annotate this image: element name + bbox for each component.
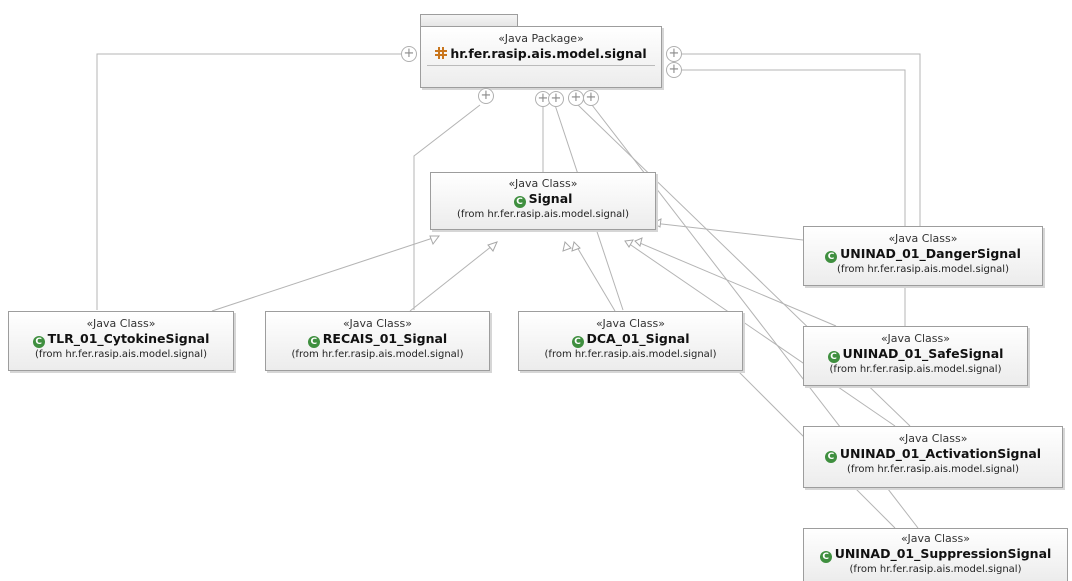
arrowhead-recais xyxy=(487,241,498,252)
arrowhead-danger xyxy=(651,218,662,228)
class-stereotype: «Java Class» xyxy=(881,332,950,345)
class-stereotype: «Java Class» xyxy=(898,432,968,445)
class-name: DCA_01_Signal xyxy=(586,331,690,346)
package-icon xyxy=(435,47,448,59)
class-from: (from hr.fer.rasip.ais.model.signal) xyxy=(849,564,1022,575)
class-name: UNINAD_01_DangerSignal xyxy=(840,246,1021,261)
generalization-line-safe xyxy=(634,240,837,327)
class-name: RECAIS_01_Signal xyxy=(322,331,448,346)
class-icon: C xyxy=(827,351,840,363)
class-from: (from hr.fer.rasip.ais.model.signal) xyxy=(847,464,1019,475)
class-from: (from hr.fer.rasip.ais.model.signal) xyxy=(829,364,1002,375)
class-name: TLR_01_CytokineSignal xyxy=(47,331,210,346)
class-stereotype: «Java Class» xyxy=(901,532,970,545)
arrowhead-safe xyxy=(634,237,643,247)
plus-circle-icon[interactable]: + xyxy=(583,90,599,106)
generalization-line-activation xyxy=(624,240,896,427)
generalization-line-tlr xyxy=(211,235,440,312)
class-icon: C xyxy=(819,551,832,563)
arrowhead-signal-extra xyxy=(562,241,572,252)
containment-line-tlr xyxy=(96,53,401,310)
class-name: UNINAD_01_ActivationSignal xyxy=(839,446,1042,461)
class-icon: C xyxy=(825,251,838,263)
class-from: (from hr.fer.rasip.ais.model.signal) xyxy=(837,264,1009,275)
plus-circle-icon[interactable]: + xyxy=(666,62,682,78)
class-from: (from hr.fer.rasip.ais.model.signal) xyxy=(35,349,207,360)
plus-circle-icon[interactable]: + xyxy=(548,91,564,107)
containment-line-danger xyxy=(682,53,921,226)
class-from: (from hr.fer.rasip.ais.model.signal) xyxy=(291,349,464,360)
plus-circle-icon[interactable]: + xyxy=(666,46,682,62)
generalization-line-recais xyxy=(409,241,498,312)
generalization-line-dca xyxy=(573,241,616,312)
class-icon: C xyxy=(513,196,526,208)
class-name: UNINAD_01_SafeSignal xyxy=(842,346,1004,361)
package-box[interactable]: «Java Package» hr.fer.rasip.ais.model.si… xyxy=(420,26,662,88)
containment-line-safe xyxy=(682,69,906,326)
arrowhead-dca xyxy=(571,241,581,252)
arrowhead-activation xyxy=(624,239,634,248)
class-stereotype: «Java Class» xyxy=(508,177,578,190)
class-icon: C xyxy=(32,336,45,348)
arrowhead-tlr xyxy=(429,235,440,246)
containment-line-recais xyxy=(413,104,481,310)
class-stereotype: «Java Class» xyxy=(888,232,958,245)
class-from: (from hr.fer.rasip.ais.model.signal) xyxy=(457,209,629,220)
class-icon: C xyxy=(571,336,584,348)
class-name: Signal xyxy=(528,191,573,206)
class-stereotype: «Java Class» xyxy=(343,317,412,330)
package-tab xyxy=(420,14,518,26)
class-from: (from hr.fer.rasip.ais.model.signal) xyxy=(544,349,717,360)
generalization-line-danger xyxy=(652,222,804,241)
class-stereotype: «Java Class» xyxy=(86,317,156,330)
class-stereotype: «Java Class» xyxy=(596,317,665,330)
plus-circle-icon[interactable]: + xyxy=(568,90,584,106)
package-divider xyxy=(427,65,655,66)
class-icon: C xyxy=(824,451,837,463)
package-name: hr.fer.rasip.ais.model.signal xyxy=(450,46,647,61)
class-name: UNINAD_01_SuppressionSignal xyxy=(834,546,1052,561)
plus-circle-icon[interactable]: + xyxy=(478,88,494,104)
class-icon: C xyxy=(307,336,320,348)
plus-circle-icon[interactable]: + xyxy=(401,46,417,62)
package-stereotype: «Java Package» xyxy=(498,32,584,45)
